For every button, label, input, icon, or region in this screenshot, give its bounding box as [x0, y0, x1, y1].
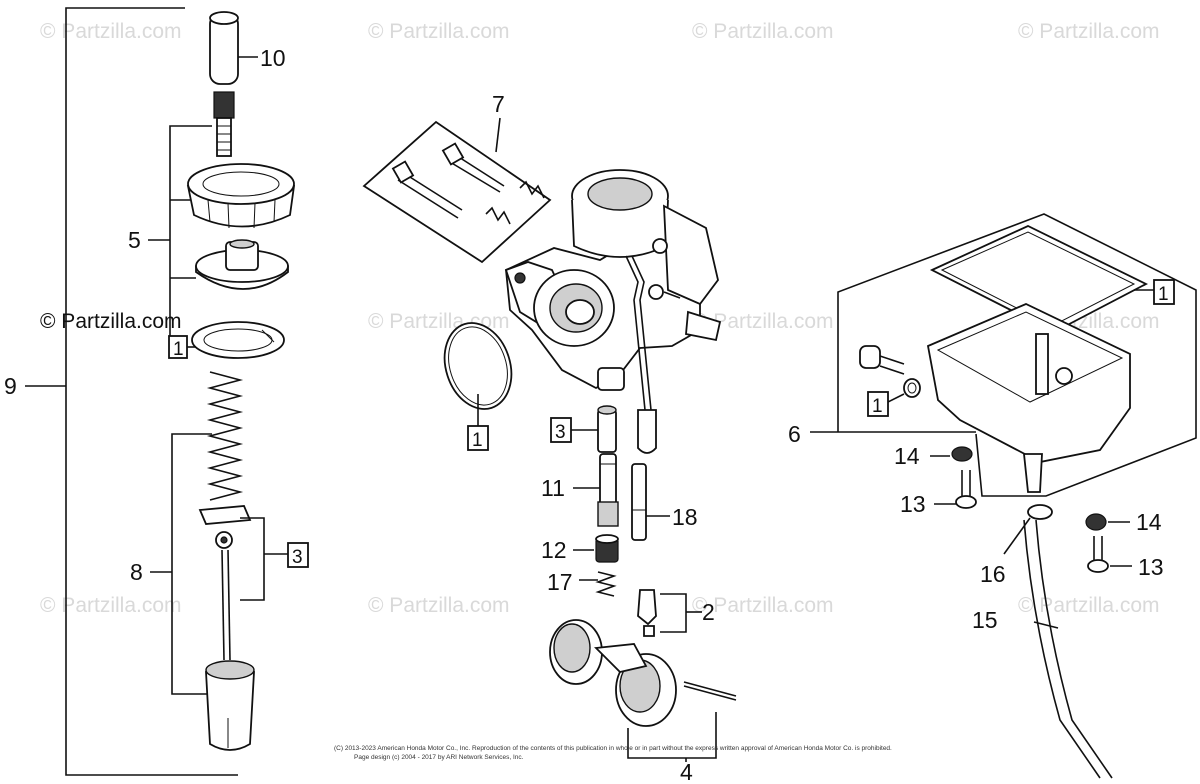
watermark: © Partzilla.com	[692, 594, 834, 617]
callout-18: 18	[672, 504, 698, 530]
callout-13: 13	[900, 491, 926, 517]
callout-3: 3	[292, 547, 303, 568]
callout-8: 8	[130, 559, 143, 585]
watermark: © Partzilla.com	[40, 20, 182, 43]
left-assembly: 1 3	[25, 7, 309, 776]
callout-1: 1	[173, 339, 184, 360]
callout-13: 13	[1138, 554, 1164, 580]
spring	[206, 371, 244, 501]
callout-9: 9	[4, 373, 17, 399]
callout-11: 11	[541, 475, 565, 501]
float	[549, 619, 737, 727]
watermark: © Partzilla.com	[692, 20, 834, 43]
callout-14: 14	[894, 443, 920, 469]
callout-17: 17	[547, 569, 573, 595]
watermark: © Partzilla.com	[40, 594, 182, 617]
callout-12: 12	[541, 537, 567, 563]
center-assembly: 1 3	[362, 117, 737, 762]
callouts: 10 5 9 8 7 11 18 12 17 2 4 6 14 13 14 13…	[4, 45, 1164, 784]
callout-14: 14	[1136, 509, 1162, 535]
callout-4: 4	[680, 759, 693, 784]
callout-3: 3	[555, 422, 566, 443]
watermark: © Partzilla.com	[692, 310, 834, 333]
callout-10: 10	[260, 45, 286, 71]
watermark: © Partzilla.com	[368, 594, 510, 617]
callout-6: 6	[788, 421, 801, 447]
callout-1: 1	[1158, 284, 1169, 305]
watermark: © Partzilla.com	[368, 20, 510, 43]
callout-1: 1	[872, 396, 883, 417]
copyright-line: (C) 2013-2023 American Honda Motor Co., …	[334, 745, 892, 752]
callout-15: 15	[972, 607, 998, 633]
footer: (C) 2013-2023 American Honda Motor Co., …	[334, 745, 892, 761]
callout-2: 2	[702, 599, 715, 625]
watermark: © Partzilla.com	[1018, 594, 1160, 617]
callout-16: 16	[980, 561, 1006, 587]
watermark: © Partzilla.com	[1018, 20, 1160, 43]
watermark: © Partzilla.com	[40, 310, 182, 333]
right-assembly: 1 1	[810, 213, 1197, 779]
callout-7: 7	[492, 91, 505, 117]
page-design-line: Page design (c) 2004 - 2017 by ARI Netwo…	[354, 754, 524, 761]
callout-5: 5	[128, 227, 141, 253]
callout-1: 1	[472, 430, 483, 451]
